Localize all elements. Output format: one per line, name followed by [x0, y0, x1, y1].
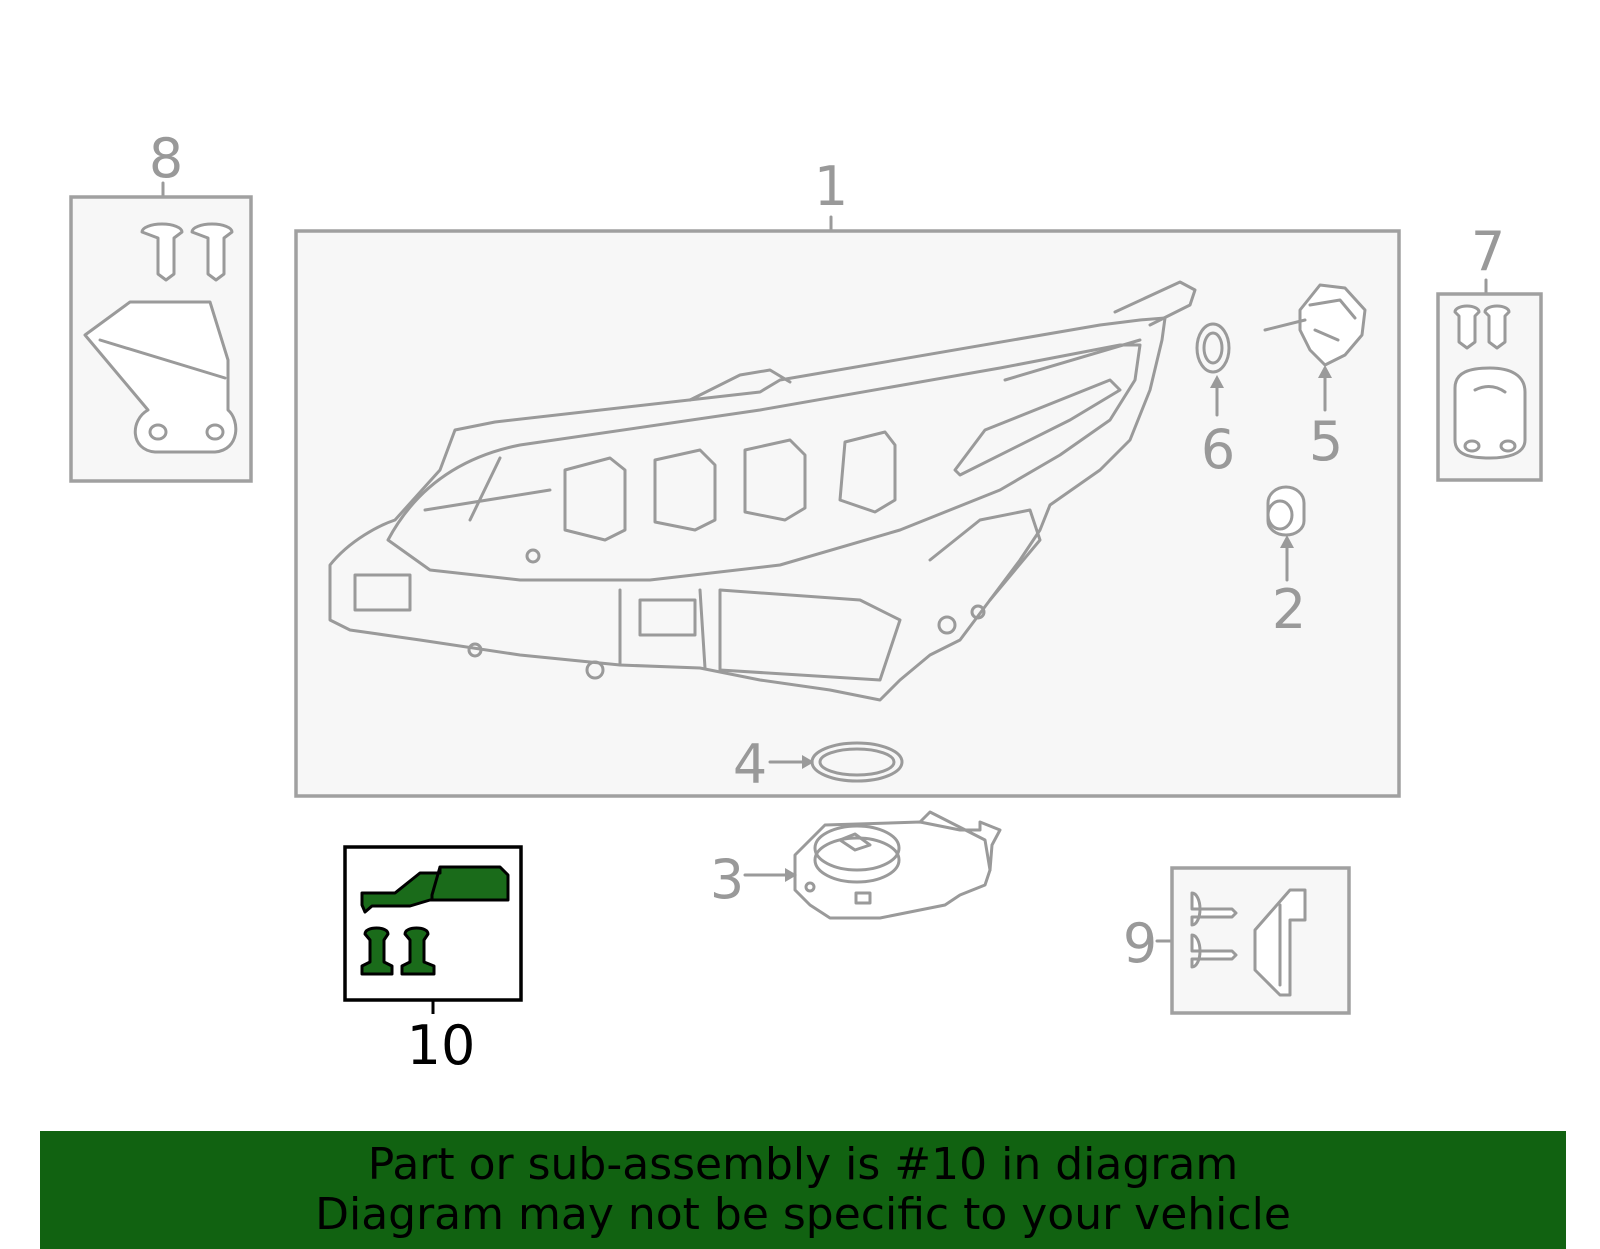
part-3-ballast-module[interactable] — [743, 810, 1002, 920]
callout-8: 8 — [149, 127, 183, 190]
part-2-cap[interactable] — [1266, 485, 1306, 582]
callout-6: 6 — [1201, 418, 1235, 481]
callout-3: 3 — [710, 848, 744, 911]
part-6-o-ring[interactable] — [1195, 322, 1231, 417]
callout-2: 2 — [1272, 578, 1306, 641]
banner-line-2: Diagram may not be specific to your vehi… — [315, 1189, 1291, 1240]
callout-10: 10 — [407, 1014, 476, 1077]
callout-7: 7 — [1471, 220, 1505, 283]
part-5-actuator[interactable] — [1263, 283, 1367, 412]
part-9-bracket-kit[interactable] — [1155, 866, 1351, 1015]
callout-5: 5 — [1309, 410, 1343, 473]
part-10-bracket-kit[interactable] — [343, 845, 523, 1014]
callout-1: 1 — [814, 155, 848, 218]
part-7-repair-kit[interactable] — [1436, 278, 1543, 482]
callout-4: 4 — [733, 733, 767, 796]
banner-line-1: Part or sub-assembly is #10 in diagram — [367, 1139, 1239, 1190]
part-8-repair-kit[interactable] — [69, 181, 253, 483]
info-banner: Part or sub-assembly is #10 in diagram D… — [40, 1131, 1566, 1249]
callout-9: 9 — [1123, 912, 1157, 975]
part-1-headlamp-assembly[interactable] — [294, 215, 1401, 798]
part-4-gasket[interactable] — [768, 741, 904, 783]
